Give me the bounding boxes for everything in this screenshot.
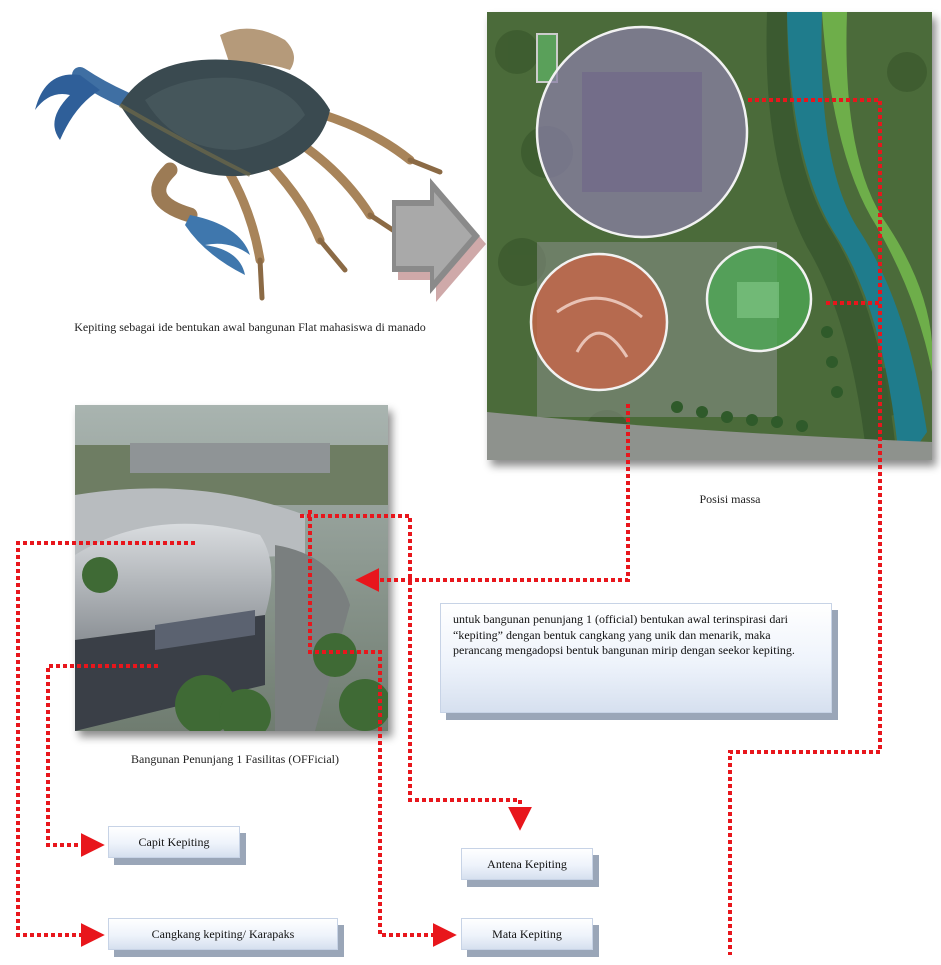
connector-mata bbox=[310, 510, 452, 935]
connector-top-zone bbox=[730, 100, 880, 955]
connector-cangkang bbox=[18, 543, 195, 935]
connector-left-zone bbox=[360, 404, 628, 580]
connector-capit bbox=[48, 666, 158, 845]
connector-antena bbox=[300, 516, 520, 826]
